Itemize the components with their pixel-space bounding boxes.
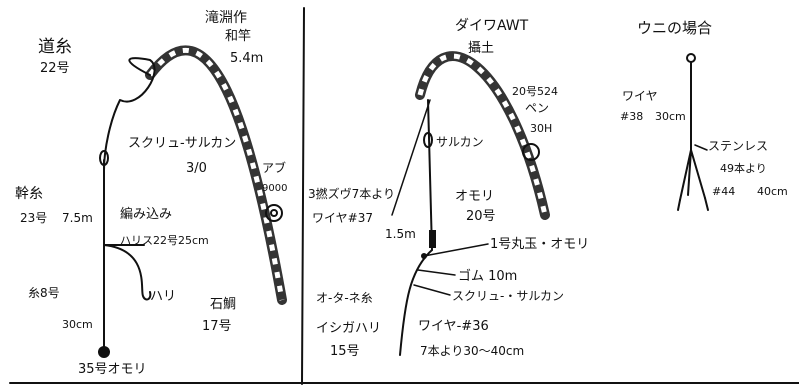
left-panel: 道糸 22号 滝淵作 和竿 5.4m スクリュ-サルカン 3/0 アブ 9000… [15,10,287,377]
hook-type-left-2: 17号 [202,319,232,334]
stainless-pointer [694,144,708,151]
title-right: ウニの場合 [637,19,712,37]
hook-label-middle-2: 15号 [330,344,360,359]
line8-label: 糸8号 [28,286,60,300]
rod-maker-middle: ダイワAWT [455,18,529,34]
reel-middle [522,143,540,161]
lower-label-1: #44 [712,185,735,198]
leader-middle [399,249,433,356]
mainline-length: 7.5m [62,211,93,225]
wire-pointer [391,99,431,216]
length30-label: 30cm [62,318,93,331]
ota-label: オ-タ-ネ糸 [316,291,373,305]
sinker-middle [429,230,436,248]
rod-length-left: 5.4m [230,51,263,66]
reel-left [265,204,283,222]
hook-line-left [103,244,152,301]
right-panel: ウニの場合 ワイヤ #38 30cm ステンレス 49本より #44 40cm [620,19,788,211]
sinker-label-middle-2: 20号 [466,209,496,224]
pen-size: 30H [530,122,552,135]
swivel-label-left: スクリュ-サルカン [128,136,236,151]
pen-label: ペン [525,101,549,115]
harisu-label: ハリス22号25cm [120,234,209,247]
wire-length-middle: 1.5m [385,227,416,241]
reel-label-left: アブ [262,160,286,175]
stainless-label-2: 49本より [720,161,767,175]
sinker-label-middle-1: オモリ [455,189,494,204]
swivel-left [99,150,109,166]
rod-type-left: 和竿 [225,28,251,44]
reel-left-hub [270,209,278,217]
panel-divider-left [301,7,305,385]
wire-length-right: 30cm [655,110,686,123]
mainline-middle [427,99,433,251]
ball-pointer [423,243,489,257]
reel-model-left: 9000 [262,183,287,194]
hook-label-middle-1: イシガハリ [316,321,381,336]
swivel2-pointer [413,284,451,296]
wire2-label-2: 7本より30〜40cm [420,344,524,358]
mainline-label: 幹糸 [15,185,43,202]
rod-maker-left: 滝淵作 [205,10,247,26]
sinker-label-left: 35号オモリ [78,362,147,377]
wire-label-middle-1: 3撚ズヴ7本より [308,186,395,201]
lower-label-2: 40cm [757,185,788,198]
stainless-label-1: ステンレス [708,139,768,153]
knit-label: 編み込み [120,206,172,222]
rubber-label: ゴム 10m [458,268,517,284]
swivel2-label: スクリュ-・サルカン [452,289,564,303]
title-line-1: 道糸 [38,37,72,57]
mainline-size: 23号 [20,211,47,225]
wire2-label-1: ワイヤ-#36 [418,319,489,334]
rod-left-wrap [148,48,285,301]
swivel-size-left: 3/0 [186,161,207,176]
rubber-pointer [417,269,456,276]
wire-label-right-1: ワイヤ [622,89,658,103]
middle-panel: ダイワAWT 攝土 20号524 ペン 30H サルカン 3撚ズヴ7本より ワイ… [308,18,589,359]
rod-spec-middle: 20号524 [512,85,558,98]
swivel-middle [423,132,433,148]
wire-label-right-2: #38 [620,110,643,123]
rod-type-middle: 攝土 [468,40,494,56]
ball-label: 1号丸玉・オモリ [490,237,589,252]
hooks-right [677,197,709,211]
title-line-2: 22号 [40,61,70,76]
rod-left [145,45,287,305]
stainless-branches [679,149,706,201]
sinker-left [98,346,110,358]
hook-type-left-1: 石鯛 [210,297,236,312]
wire-label-middle-2: ワイヤ#37 [312,211,373,225]
hook-label-left: ハリ [150,289,176,304]
swivel-label-middle: サルカン [436,135,484,149]
main-line-left [103,57,156,171]
ring-right [686,53,696,63]
